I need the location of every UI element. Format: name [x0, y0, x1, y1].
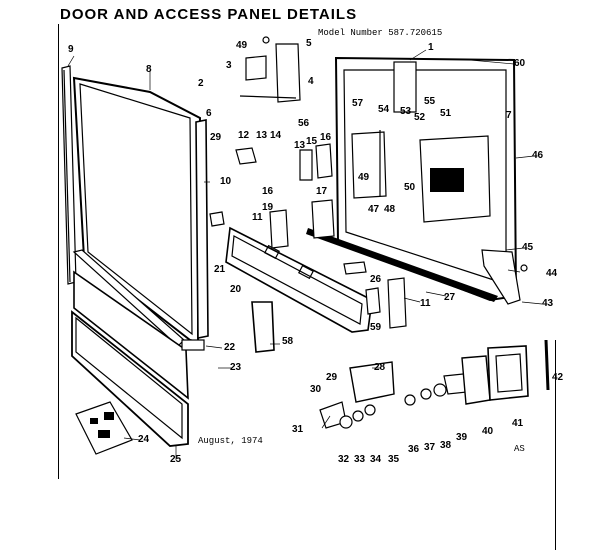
latch-assembly-28-41	[319, 345, 529, 429]
part-1-inner-door	[306, 56, 518, 302]
callout-49: 49	[358, 172, 370, 183]
callout-13: 13	[294, 140, 306, 151]
callout-56: 56	[298, 118, 310, 129]
parts-12-17-hardware	[209, 143, 335, 249]
callout-50: 50	[404, 182, 416, 193]
callout-54: 54	[378, 104, 390, 115]
callout-53: 53	[400, 106, 412, 117]
frame-left-rule	[58, 24, 59, 479]
part-42-rod	[544, 339, 550, 391]
callout-14: 14	[270, 130, 282, 141]
callout-46: 46	[532, 150, 544, 161]
callout-58: 58	[282, 336, 294, 347]
part-43-hinge-arm	[481, 249, 528, 305]
part-59-latch	[343, 261, 407, 329]
callout-28: 28	[374, 362, 386, 373]
callout-16: 16	[262, 186, 274, 197]
callout-29: 29	[326, 372, 338, 383]
callout-48: 48	[384, 204, 396, 215]
callout-6: 6	[206, 108, 212, 119]
diagram-code: AS	[514, 444, 525, 454]
callout-30: 30	[310, 384, 322, 395]
callout-13: 13	[256, 130, 268, 141]
callout-47: 47	[368, 204, 380, 215]
callout-9: 9	[68, 44, 74, 55]
callout-40: 40	[482, 426, 494, 437]
callout-25: 25	[170, 454, 182, 465]
callout-22: 22	[224, 342, 236, 353]
callout-44: 44	[546, 268, 558, 279]
diagram-title: DOOR AND ACCESS PANEL DETAILS	[60, 6, 358, 23]
callout-1: 1	[428, 42, 434, 53]
callout-43: 43	[542, 298, 554, 309]
callout-5: 5	[306, 38, 312, 49]
callout-60: 60	[514, 58, 526, 69]
callout-42: 42	[552, 372, 564, 383]
callout-16: 16	[320, 132, 332, 143]
callout-37: 37	[424, 442, 436, 453]
callout-11: 11	[252, 212, 263, 223]
part-22-clip	[181, 339, 205, 351]
part-10-panel-edge	[195, 119, 209, 339]
callout-15: 15	[306, 136, 318, 147]
callout-35: 35	[388, 454, 400, 465]
callout-27: 27	[444, 292, 456, 303]
callout-12: 12	[238, 130, 250, 141]
callout-39: 39	[456, 432, 468, 443]
part-24-manual	[75, 401, 133, 455]
frame-right-rule	[555, 340, 556, 550]
leader-lines	[67, 49, 543, 460]
model-number: Model Number 587.720615	[318, 28, 443, 38]
callout-4: 4	[308, 76, 314, 87]
callout-19: 19	[262, 202, 274, 213]
callout-23: 23	[230, 362, 242, 373]
callout-32: 32	[338, 454, 350, 465]
diagram-date: August, 1974	[198, 436, 263, 446]
part-3-hinge-assembly	[239, 36, 301, 103]
callout-17: 17	[316, 186, 328, 197]
callout-57: 57	[352, 98, 364, 109]
callout-36: 36	[408, 444, 420, 455]
callout-7: 7	[506, 110, 512, 121]
callout-33: 33	[354, 454, 366, 465]
callout-51: 51	[440, 108, 452, 119]
callout-31: 31	[292, 424, 304, 435]
callout-59: 59	[370, 322, 382, 333]
callout-21: 21	[214, 264, 226, 275]
callout-45: 45	[522, 242, 534, 253]
callout-49: 49	[236, 40, 248, 51]
part-20-lower-bracket	[225, 226, 373, 333]
callout-24: 24	[138, 434, 150, 445]
callout-55: 55	[424, 96, 436, 107]
part-9-side-strip	[61, 65, 77, 285]
callout-10: 10	[220, 176, 232, 187]
callout-8: 8	[146, 64, 152, 75]
callout-26: 26	[370, 274, 382, 285]
callout-38: 38	[440, 440, 452, 451]
callout-11: 11	[420, 298, 431, 309]
callout-2: 2	[198, 78, 204, 89]
callout-41: 41	[512, 418, 524, 429]
part-58-block	[251, 301, 275, 353]
callout-20: 20	[230, 284, 242, 295]
part-25-lower-trim	[71, 249, 189, 447]
callout-29: 29	[210, 132, 222, 143]
callout-3: 3	[226, 60, 232, 71]
callout-52: 52	[414, 112, 426, 123]
callout-34: 34	[370, 454, 382, 465]
